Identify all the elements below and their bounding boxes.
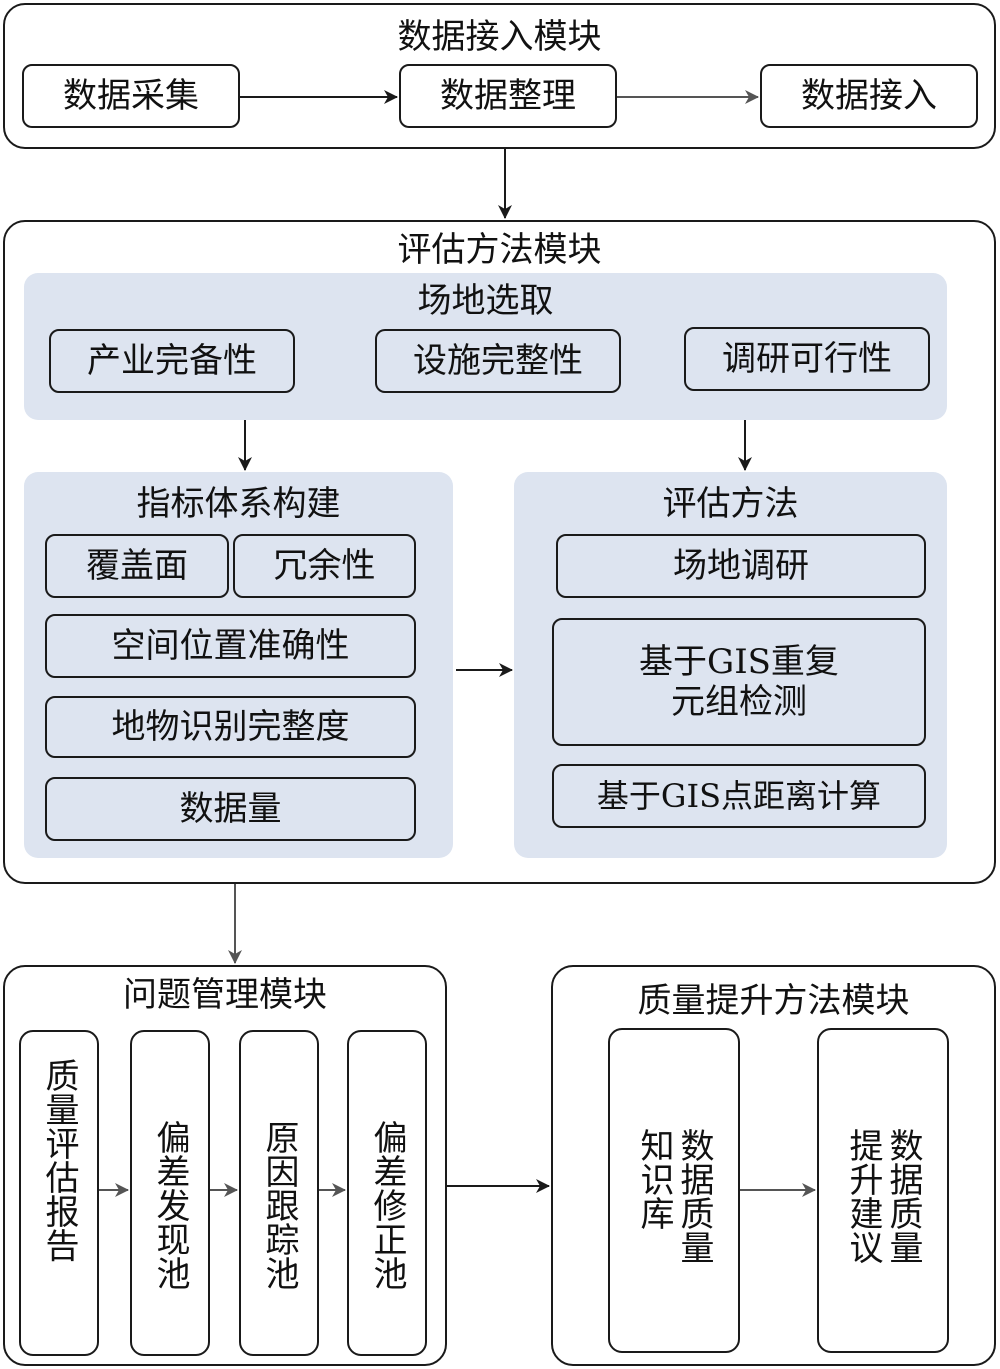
evaluation-methods-title: 评估方法 (662, 484, 799, 524)
method-site-survey[interactable]: 场地调研 (556, 534, 926, 598)
data-access-module-title: 数据接入模块 (397, 17, 602, 57)
indicator-system-title: 指标体系构建 (136, 484, 341, 524)
indicator-coverage[interactable]: 覆盖面 (45, 534, 229, 598)
step-data-access[interactable]: 数据接入 (760, 64, 978, 128)
site-item-feasibility[interactable]: 调研可行性 (684, 327, 930, 391)
deviation-discovery-label: 偏差发现池 (150, 1120, 190, 1290)
method-gis-duplicate-detection[interactable]: 基于GIS重复 元组检测 (552, 618, 926, 746)
cause-tracking-label: 原因跟踪池 (259, 1120, 299, 1290)
indicator-system-panel: 指标体系构建 覆盖面 冗余性 空间位置准确性 地物识别完整度 数据量 (24, 472, 453, 858)
problem-management-title: 问题管理模块 (123, 975, 327, 1015)
indicator-redundancy[interactable]: 冗余性 (233, 534, 416, 598)
evaluation-module-title: 评估方法模块 (397, 230, 602, 270)
improvement-suggestion-label: 数据质量提升建议 (843, 1128, 923, 1264)
knowledge-base-box[interactable]: 数据质量知识库 (608, 1028, 740, 1353)
quality-report-label: 质量评估报告 (39, 1058, 79, 1262)
evaluation-methods-panel: 评估方法 场地调研 基于GIS重复 元组检测 基于GIS点距离计算 (514, 472, 947, 858)
site-selection-title: 场地选取 (417, 281, 554, 321)
indicator-feature-completeness[interactable]: 地物识别完整度 (45, 696, 416, 758)
indicator-data-volume[interactable]: 数据量 (45, 777, 416, 841)
quality-improvement-title: 质量提升方法模块 (637, 981, 910, 1021)
method-gis-point-distance[interactable]: 基于GIS点距离计算 (552, 764, 926, 828)
site-item-industry[interactable]: 产业完备性 (49, 329, 295, 393)
deviation-discovery-box[interactable]: 偏差发现池 (130, 1030, 210, 1356)
indicator-spatial-accuracy[interactable]: 空间位置准确性 (45, 614, 416, 678)
site-selection-panel: 场地选取 产业完备性 设施完整性 调研可行性 (24, 273, 947, 420)
deviation-correction-label: 偏差修正池 (367, 1120, 407, 1290)
improvement-suggestion-box[interactable]: 数据质量提升建议 (817, 1028, 949, 1353)
step-data-collection[interactable]: 数据采集 (22, 64, 240, 128)
quality-report-box[interactable]: 质量评估报告 (19, 1030, 99, 1356)
site-item-facility[interactable]: 设施完整性 (375, 329, 621, 393)
step-data-organize[interactable]: 数据整理 (399, 64, 617, 128)
knowledge-base-label: 数据质量知识库 (634, 1128, 714, 1264)
cause-tracking-box[interactable]: 原因跟踪池 (239, 1030, 319, 1356)
deviation-correction-box[interactable]: 偏差修正池 (347, 1030, 427, 1356)
